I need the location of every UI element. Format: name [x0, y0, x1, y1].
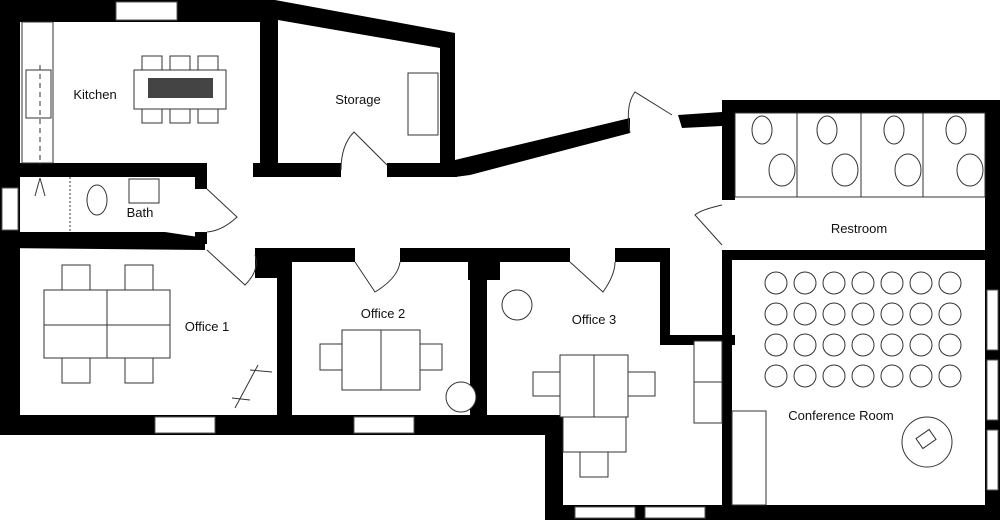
window: [353, 416, 415, 434]
conference-chair: [793, 302, 817, 326]
conference-chair: [793, 333, 817, 357]
plant-centerpiece: [148, 78, 213, 98]
room-label-kitchen: Kitchen: [73, 87, 116, 102]
room-label-office2: Office 2: [361, 306, 406, 321]
conference-chair: [764, 302, 788, 326]
office3-desks: [501, 289, 723, 478]
furniture: [21, 21, 986, 506]
window: [1, 187, 19, 231]
conference-chair: [793, 271, 817, 295]
conference-chair: [880, 302, 904, 326]
window: [574, 506, 636, 519]
conference-chair: [938, 364, 962, 388]
conference-chair: [880, 364, 904, 388]
conference-chair: [851, 302, 875, 326]
office2-desks: [319, 329, 477, 413]
conference-chair: [764, 271, 788, 295]
room-label-bath: Bath: [127, 205, 154, 220]
door-office2: [354, 261, 401, 293]
conference-chair: [880, 271, 904, 295]
room-label-restroom: Restroom: [831, 221, 887, 236]
office1-desks: [43, 264, 273, 409]
conference-chair: [851, 333, 875, 357]
conference-chair: [822, 364, 846, 388]
kitchen-sink: [25, 69, 52, 119]
bath-sink: [128, 178, 160, 204]
credenza: [731, 410, 767, 506]
toilet: [86, 184, 108, 216]
door-corridor: [627, 91, 673, 134]
kitchen-chairs: [141, 55, 219, 124]
window: [154, 416, 216, 434]
shelf: [407, 72, 439, 136]
window: [986, 429, 999, 491]
doors: [206, 91, 723, 293]
conference-chair: [909, 364, 933, 388]
conference-chair: [938, 333, 962, 357]
room-label-office3: Office 3: [572, 312, 617, 327]
plant: [501, 289, 533, 321]
conference-chair: [822, 271, 846, 295]
window: [644, 506, 706, 519]
restroom-stalls: [734, 112, 986, 198]
plant: [445, 381, 477, 413]
window: [986, 359, 999, 421]
shower-icon: [34, 177, 46, 197]
conference-chair: [822, 333, 846, 357]
conference-chair: [909, 333, 933, 357]
conference-chair: [764, 333, 788, 357]
conference-chair: [909, 271, 933, 295]
conference-chair: [909, 302, 933, 326]
conference-chair: [938, 271, 962, 295]
door-office1: [206, 249, 257, 286]
room-label-storage: Storage: [335, 92, 381, 107]
conference-chair: [851, 271, 875, 295]
conference-chair: [880, 333, 904, 357]
conference-chair: [938, 302, 962, 326]
conference-furniture: [731, 271, 962, 506]
conference-chair: [764, 364, 788, 388]
conference-chair: [793, 364, 817, 388]
door-storage: [340, 131, 388, 171]
window: [115, 1, 178, 21]
conference-chair: [822, 302, 846, 326]
door-office3: [569, 261, 616, 293]
room-labels: Kitchen Storage Bath Restroom Office 1 O…: [73, 87, 893, 423]
window: [986, 289, 999, 351]
room-label-conference: Conference Room: [788, 408, 894, 423]
door-restroom: [694, 204, 723, 246]
conference-chair: [851, 364, 875, 388]
room-label-office1: Office 1: [185, 319, 230, 334]
door-bath: [206, 188, 238, 233]
